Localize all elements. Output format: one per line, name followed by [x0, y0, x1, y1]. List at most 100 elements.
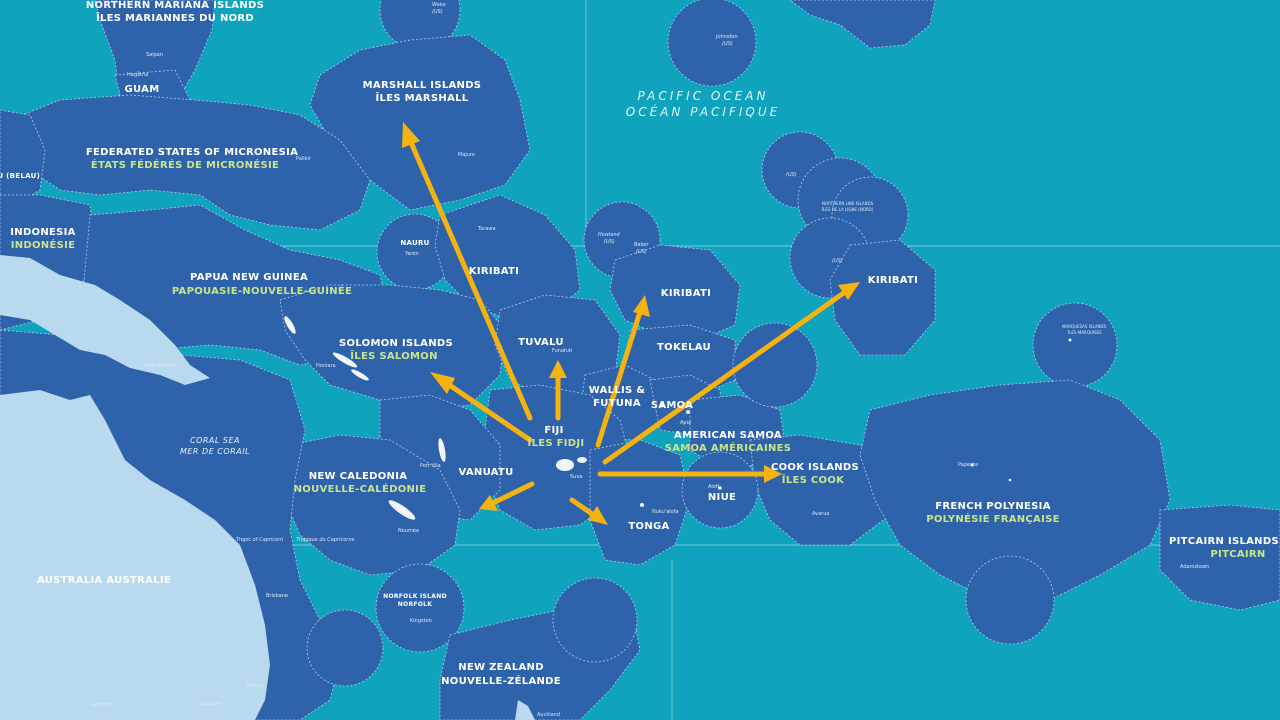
- label-solomon-fr: ÎLES SALOMON: [350, 349, 438, 362]
- eez-hawaii[interactable]: [789, 0, 936, 49]
- label-frpoly-fr: POLYNÉSIE FRANÇAISE: [926, 512, 1060, 525]
- eez-palau[interactable]: [0, 109, 46, 206]
- svg-text:ÎLES MARQUISES: ÎLES MARQUISES: [1068, 330, 1102, 335]
- islands: [284, 316, 1072, 520]
- svg-text:Port Moresby: Port Moresby: [145, 363, 178, 369]
- arrow-tonga: [569, 497, 598, 519]
- label-tuvalu: TUVALU: [518, 337, 564, 348]
- arrow-kiribati-c: [595, 309, 643, 448]
- arrow-marshall: [407, 137, 533, 421]
- eez-johnston[interactable]: [667, 0, 757, 87]
- svg-text:Sydney: Sydney: [245, 683, 264, 689]
- svg-text:Kingston: Kingston: [410, 618, 432, 624]
- label-wallis-2: FUTUNA: [593, 398, 641, 409]
- label-solomon-en: SOLOMON ISLANDS: [339, 338, 453, 349]
- ocean-label-en: PACIFIC OCEAN: [638, 89, 769, 103]
- arrow-solomon: [442, 379, 533, 443]
- svg-text:(US): (US): [432, 9, 443, 15]
- label-newcal-en: NEW CALEDONIA: [309, 471, 408, 482]
- svg-text:Honiara: Honiara: [316, 363, 336, 369]
- label-newcal-fr: NOUVELLE-CALÉDONIE: [294, 482, 427, 495]
- eez-cook-n[interactable]: [732, 322, 818, 408]
- label-amsamoa-en: AMERICAN SAMOA: [674, 430, 782, 441]
- svg-text:Yaren: Yaren: [404, 251, 419, 257]
- eez-marquesas[interactable]: [1032, 302, 1118, 388]
- svg-text:Auckland: Auckland: [537, 712, 560, 718]
- sea-label-fr: MER DE CORAIL: [180, 447, 250, 456]
- label-fiji-fr: ÎLES FIDJI: [528, 436, 585, 449]
- label-fsm-en: FEDERATED STATES OF MICRONESIA: [86, 147, 298, 158]
- label-cook-fr: ÎLES COOK: [782, 473, 845, 486]
- svg-text:Nuku'alofa: Nuku'alofa: [652, 509, 679, 515]
- new-guinea-land: [0, 255, 210, 385]
- label-amsamoa-fr: SAMOA AMÉRICAINES: [665, 441, 792, 454]
- eez-frpoly[interactable]: [859, 379, 1171, 601]
- svg-text:(US): (US): [786, 172, 797, 178]
- eez-tonga[interactable]: [589, 439, 691, 566]
- svg-text:Alofi: Alofi: [708, 484, 719, 490]
- svg-text:MARQUESAS ISLANDS: MARQUESAS ISLANDS: [1062, 324, 1107, 329]
- place-labels: Wake (US) Johnston (US) Howland (US) Bak…: [92, 2, 1209, 718]
- svg-text:Adelaide: Adelaide: [92, 702, 114, 708]
- eez-austral[interactable]: [965, 555, 1055, 645]
- svg-text:Brisbane: Brisbane: [266, 593, 288, 599]
- eez-kiribati-west[interactable]: [434, 194, 581, 321]
- nz-north-land: [515, 700, 535, 720]
- label-kiribati-west: KIRIBATI: [469, 266, 519, 277]
- label-nmi-en: NORTHERN MARIANA ISLANDS: [86, 0, 264, 11]
- label-cook-en: COOK ISLANDS: [771, 462, 859, 473]
- eez-cook[interactable]: [749, 434, 896, 546]
- arrow-kiribati-e: [602, 289, 848, 465]
- eez-pitcairn[interactable]: [1159, 504, 1280, 611]
- eez-newcal[interactable]: [284, 434, 461, 576]
- svg-text:(US): (US): [832, 258, 843, 264]
- label-indonesia-en: INDONESIA: [10, 227, 75, 238]
- svg-text:Apia: Apia: [680, 420, 691, 426]
- svg-text:Howland: Howland: [598, 232, 621, 238]
- eez-kermadec[interactable]: [552, 577, 638, 663]
- label-png-fr: PAPOUASIE-NOUVELLE-GUINÉE: [172, 284, 352, 297]
- svg-text:(US): (US): [604, 239, 615, 245]
- svg-text:Tropic of Capricorn: Tropic of Capricorn: [236, 537, 283, 543]
- svg-text:Johnston: Johnston: [715, 34, 738, 40]
- label-nmi-fr: ÎLES MARIANNES DU NORD: [96, 11, 254, 24]
- label-nz-fr: NOUVELLE-ZÉLANDE: [441, 674, 561, 687]
- svg-text:Tarawa: Tarawa: [477, 226, 496, 232]
- label-indonesia-fr: INDONÉSIE: [11, 238, 76, 251]
- ocean-label-fr: OCÉAN PACIFIQUE: [626, 104, 780, 119]
- eez-kiribati-central[interactable]: [609, 244, 741, 341]
- svg-text:Saipan: Saipan: [146, 52, 163, 58]
- australia-land: [0, 390, 270, 720]
- svg-text:Nouméa: Nouméa: [398, 527, 419, 534]
- svg-text:(US): (US): [636, 249, 647, 255]
- label-palau: AU (BELAU): [0, 172, 40, 180]
- label-marshall-en: MARSHALL ISLANDS: [363, 80, 482, 91]
- label-wallis-1: WALLIS &: [589, 385, 646, 396]
- label-kiribati-east: KIRIBATI: [868, 275, 918, 286]
- svg-text:(US): (US): [722, 41, 733, 47]
- label-frpoly-en: FRENCH POLYNESIA: [935, 501, 1050, 512]
- eez-lordhowe[interactable]: [306, 609, 384, 687]
- svg-text:Avarua: Avarua: [812, 511, 829, 517]
- label-marshall-fr: ÎLES MARSHALL: [376, 91, 469, 104]
- svg-text:NORTHERN LINE ISLANDS: NORTHERN LINE ISLANDS: [822, 201, 874, 206]
- svg-text:Palikir: Palikir: [296, 156, 312, 162]
- label-niue: NIUE: [708, 492, 736, 503]
- eez-fsm[interactable]: [9, 94, 371, 231]
- eez-norfolk[interactable]: [375, 563, 465, 653]
- label-pitcairn-en: PITCAIRN ISLANDS: [1169, 536, 1279, 547]
- svg-text:Suva: Suva: [570, 474, 582, 480]
- label-fsm-fr: ÉTATS FÉDÉRÉS DE MICRONÉSIE: [91, 158, 279, 171]
- svg-text:Wake: Wake: [432, 2, 446, 8]
- svg-text:ÎLES DE LA LIGNE (NORD): ÎLES DE LA LIGNE (NORD): [822, 207, 874, 212]
- eez-kiribati-east[interactable]: [829, 239, 936, 356]
- label-samoa: SAMOA: [651, 400, 693, 411]
- label-png-en: PAPUA NEW GUINEA: [190, 272, 308, 283]
- label-guam: GUAM: [125, 84, 160, 95]
- label-nauru: NAURU: [400, 239, 429, 247]
- arrows: [402, 122, 860, 525]
- label-nz-en: NEW ZEALAND: [458, 662, 544, 673]
- region-labels: NORTHERN MARIANA ISLANDS ÎLES MARIANNES …: [0, 0, 1279, 687]
- eez-niue[interactable]: [681, 451, 759, 529]
